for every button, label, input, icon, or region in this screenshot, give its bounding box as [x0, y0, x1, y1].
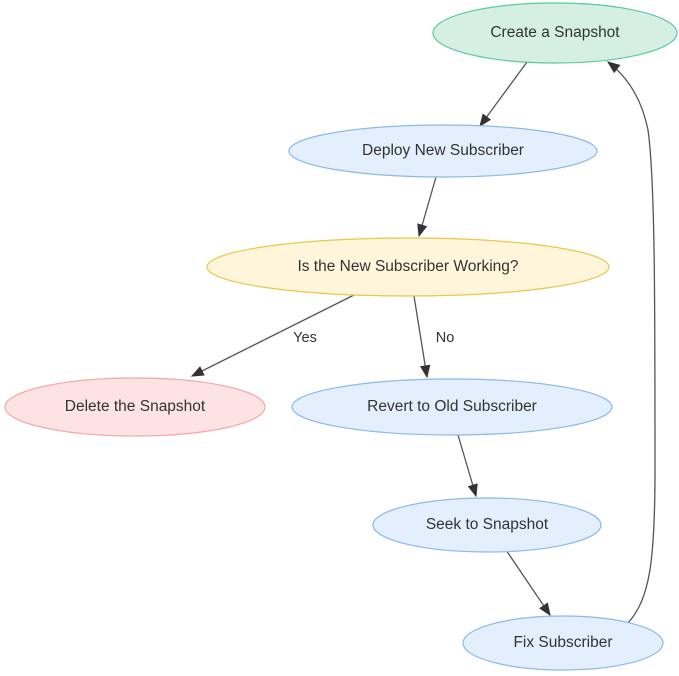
node-deploy-new-subscriber[interactable]: Deploy New Subscriber	[288, 124, 598, 178]
node-seek-to-snapshot[interactable]: Seek to Snapshot	[372, 497, 602, 553]
edge-create-to-deploy	[479, 61, 528, 128]
node-revert-to-old-subscriber[interactable]: Revert to Old Subscriber	[291, 378, 613, 436]
edge-decision-no	[413, 295, 431, 379]
node-shape-delete-the-snapshot[interactable]	[4, 377, 266, 437]
node-shape-seek-to-snapshot[interactable]	[372, 497, 602, 553]
edge-seek-to-fix	[505, 549, 551, 617]
edges-group	[190, 61, 656, 625]
node-shape-revert-to-old-subscriber[interactable]	[291, 378, 613, 436]
node-shape-is-new-subscriber-working[interactable]	[206, 237, 610, 297]
edge-label-yes: Yes	[293, 330, 317, 346]
edge-decision-yes	[190, 293, 357, 377]
edge-deploy-to-decision	[417, 176, 437, 238]
node-fix-subscriber[interactable]: Fix Subscriber	[462, 615, 664, 671]
edge-fix-to-create	[606, 61, 656, 625]
node-is-new-subscriber-working[interactable]: Is the New Subscriber Working?	[206, 237, 610, 297]
node-shape-create-snapshot[interactable]	[432, 2, 678, 64]
node-create-snapshot[interactable]: Create a Snapshot	[432, 2, 678, 64]
node-delete-the-snapshot[interactable]: Delete the Snapshot	[4, 377, 266, 437]
node-shape-fix-subscriber[interactable]	[462, 615, 664, 671]
edge-revert-to-seek	[457, 434, 478, 498]
edge-labels-group: Yes No	[293, 330, 454, 346]
edge-label-no: No	[436, 330, 455, 346]
node-shape-deploy-new-subscriber[interactable]	[288, 124, 598, 178]
